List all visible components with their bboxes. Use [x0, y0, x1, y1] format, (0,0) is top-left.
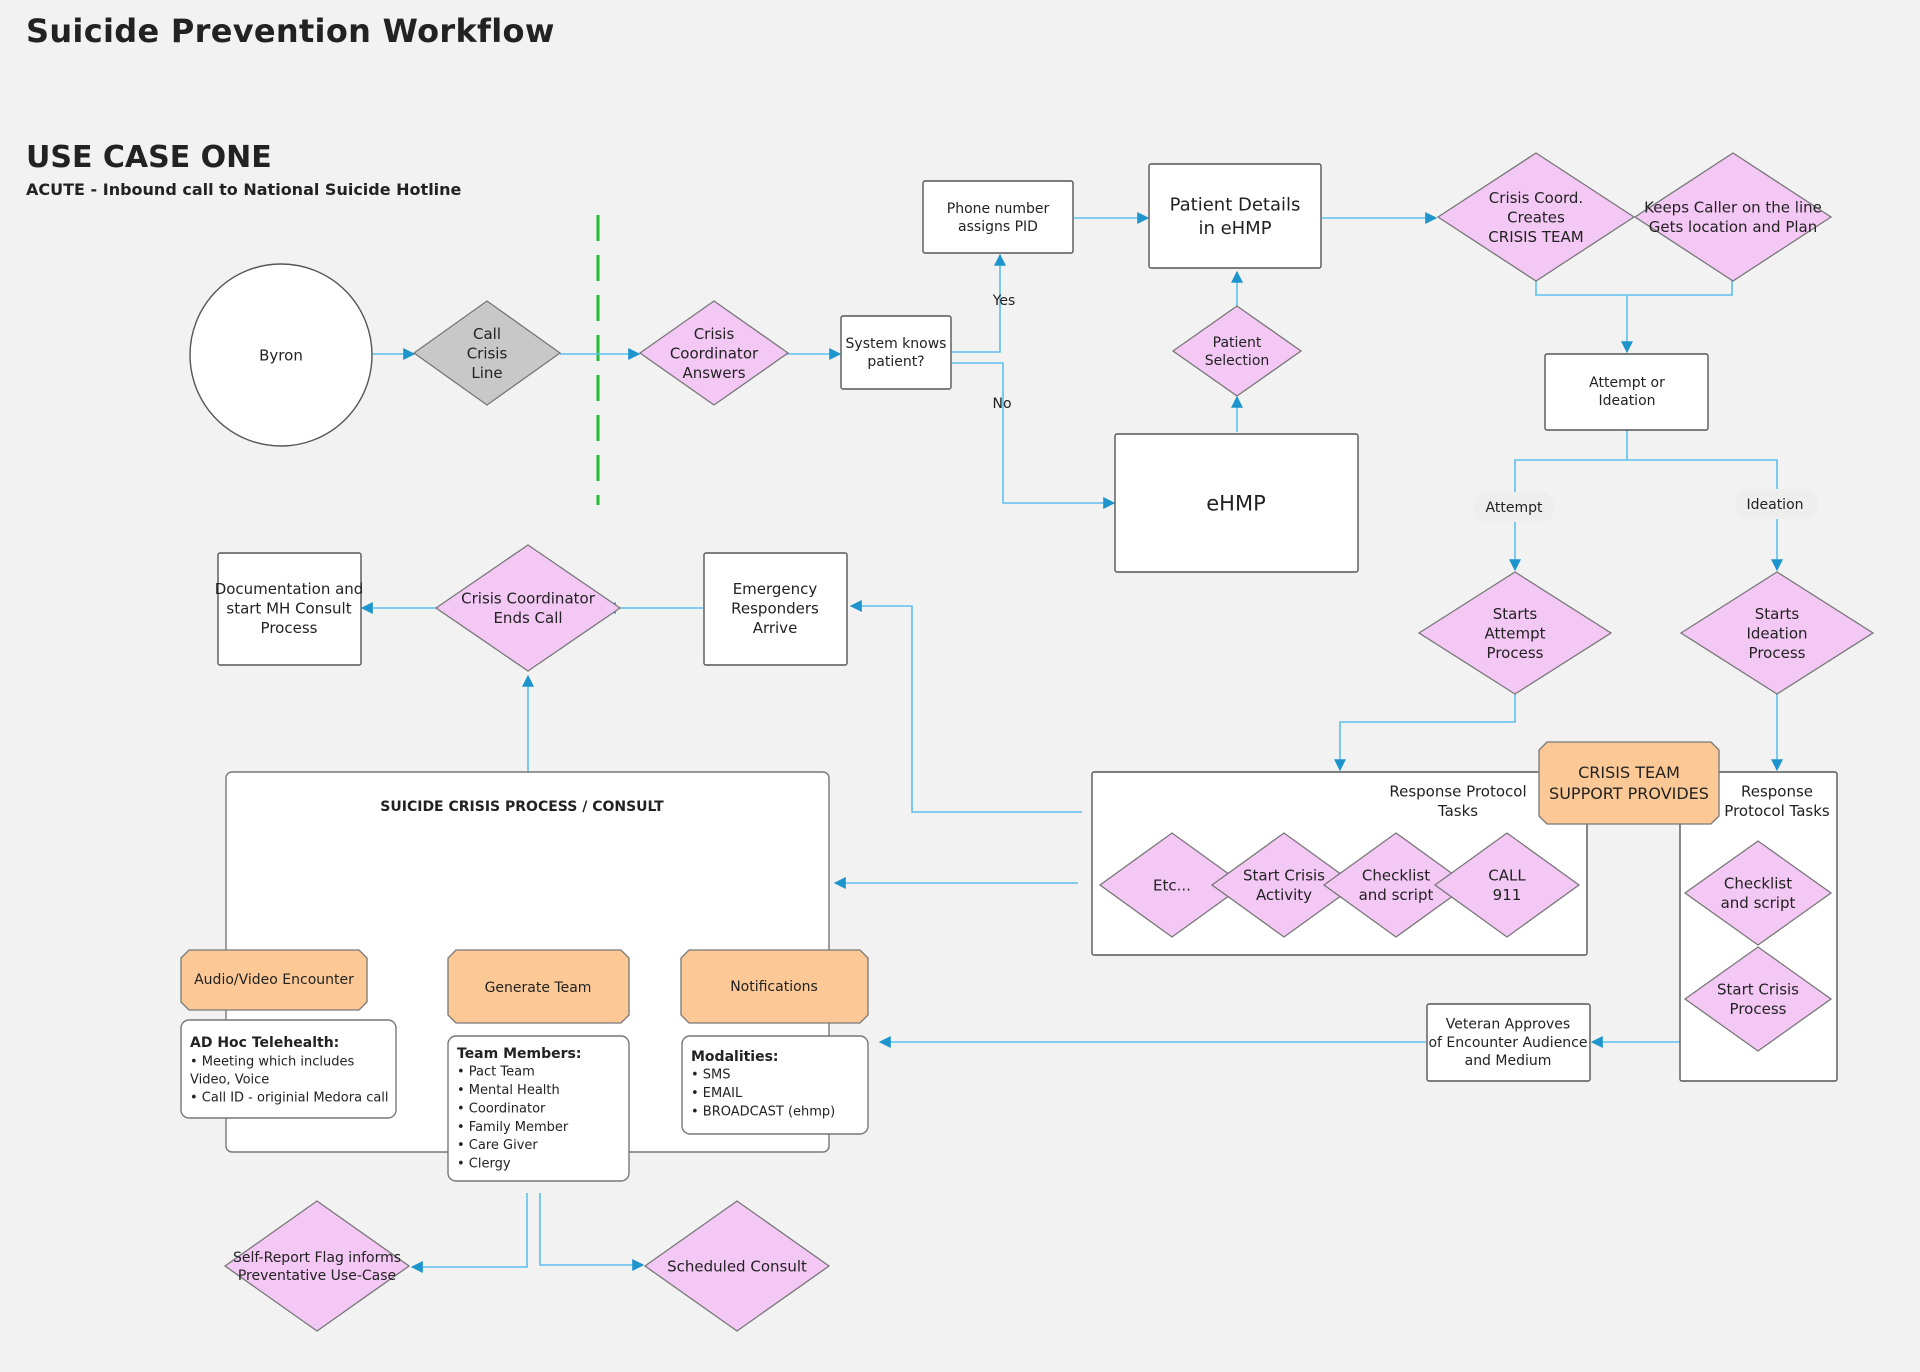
ehmp-label: eHMP — [1206, 491, 1266, 515]
edge-response-right-to-veteran — [1590, 1036, 1686, 1048]
audio-video-encounter-box — [180, 949, 368, 1011]
edge-to-self-report — [410, 1193, 528, 1273]
team-members-card — [447, 1035, 630, 1182]
call-crisis-line-gateway — [412, 300, 562, 406]
crisis-coordinator-ends-diamond — [434, 544, 622, 672]
veteran-approves-box — [1426, 1003, 1591, 1082]
adhoc-telehealth-line: • Call ID - originial Medora call — [190, 1091, 389, 1106]
self-report-flag-diamond — [223, 1200, 411, 1332]
ideation-edge-chip — [1735, 489, 1819, 519]
notifications-box — [680, 949, 869, 1024]
team-member-item: • Coordinator — [457, 1101, 546, 1116]
page-title: Suicide Prevention Workflow — [26, 12, 555, 50]
modality-item: • EMAIL — [691, 1086, 743, 1101]
modality-item: • BROADCAST (ehmp) — [691, 1104, 835, 1119]
ehmp-box — [1114, 433, 1359, 573]
team-member-item: • Pact Team — [457, 1065, 535, 1080]
use-case-subtitle: ACUTE - Inbound call to National Suicide… — [26, 180, 462, 199]
team-members-title: Team Members: — [457, 1046, 581, 1062]
attempt-edge-chip — [1473, 492, 1555, 522]
attempt-or-ideation-box — [1544, 353, 1709, 431]
keeps-caller-diamond — [1633, 152, 1833, 282]
modalities-card — [681, 1035, 869, 1135]
edge-label-ideation: Ideation — [1746, 497, 1803, 513]
starts-ideation-diamond — [1679, 571, 1875, 695]
patient-selection-diamond — [1171, 305, 1303, 397]
team-member-item: • Care Giver — [457, 1138, 538, 1153]
emergency-responders-box — [703, 552, 848, 666]
generate-team-box — [447, 949, 630, 1024]
notifications-label: Notifications — [730, 979, 818, 995]
crisis-team-support-box — [1538, 741, 1720, 825]
modality-item: • SMS — [691, 1068, 731, 1083]
adhoc-telehealth-card — [180, 1019, 397, 1119]
adhoc-telehealth-title: AD Hoc Telehealth: — [190, 1035, 339, 1051]
team-member-item: • Family Member — [457, 1120, 569, 1135]
audio-video-encounter-label: Audio/Video Encounter — [194, 972, 354, 988]
starts-attempt-diamond — [1417, 571, 1613, 695]
suicide-crisis-consult-title: SUICIDE CRISIS PROCESS / CONSULT — [380, 799, 664, 815]
documentation-box — [217, 552, 362, 666]
use-case-heading: USE CASE ONE — [26, 140, 272, 175]
start-crisis-process-diamond — [1683, 946, 1833, 1052]
team-member-item: • Clergy — [457, 1157, 511, 1172]
team-member-item: • Mental Health — [457, 1083, 560, 1098]
edge-merge-top — [1535, 278, 1733, 296]
scheduled-consult-diamond — [643, 1200, 831, 1332]
edge-attempt-to-response-left — [1334, 693, 1516, 772]
edge-yes-to-phone-number — [952, 253, 1006, 353]
scheduled-consult-label: Scheduled Consult — [667, 1257, 807, 1275]
crisis-coordinator-answers-diamond — [638, 300, 790, 406]
edge-to-scheduled-consult — [539, 1193, 645, 1271]
adhoc-telehealth-line: Video, Voice — [190, 1073, 269, 1088]
response-protocol-left-box — [1091, 771, 1588, 956]
edge-label-yes: Yes — [992, 293, 1016, 309]
byron-label: Byron — [259, 346, 303, 364]
adhoc-telehealth-line: • Meeting which includes — [190, 1055, 354, 1070]
etc-label: Etc... — [1153, 876, 1191, 894]
edge-to-starts-ideation — [1627, 459, 1783, 572]
call-911-diamond — [1433, 832, 1581, 938]
checklist-right-diamond — [1683, 840, 1833, 946]
edge-label-attempt: Attempt — [1486, 500, 1543, 516]
phone-number-pid-box — [922, 180, 1074, 254]
edge-no-to-ehmp — [952, 362, 1116, 509]
system-knows-patient-box — [840, 315, 952, 390]
edge-response-to-emergency — [849, 600, 1082, 813]
edge-label-no: No — [992, 396, 1011, 412]
byron-start-node — [189, 263, 373, 447]
generate-team-label: Generate Team — [485, 980, 592, 996]
modalities-title: Modalities: — [691, 1049, 779, 1065]
patient-details-box — [1148, 163, 1322, 269]
